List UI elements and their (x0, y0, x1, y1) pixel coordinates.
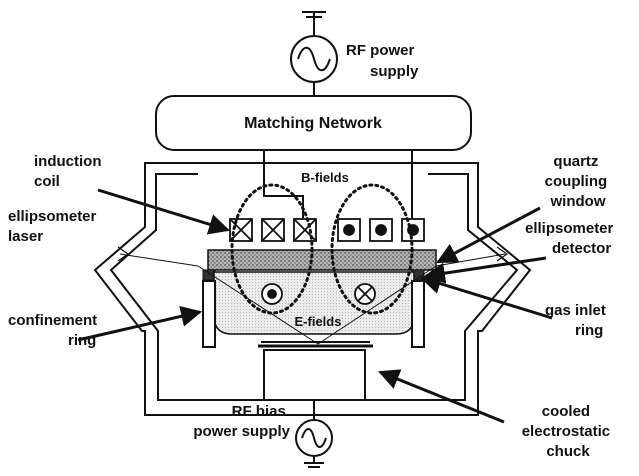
rf-power-source-icon (290, 35, 338, 96)
rf-power-supply-label: RF power supply (346, 42, 419, 80)
electrostatic-chuck (263, 349, 366, 401)
gas-inlet-left (202, 269, 216, 281)
quartz-window (207, 249, 437, 271)
ellipsometer-detector-label: ellipsometer detector (525, 220, 618, 257)
coil-crosses (229, 218, 317, 242)
matching-network-label: Matching Network (244, 115, 382, 132)
matching-network-box (155, 95, 472, 151)
b-field-loops (230, 183, 414, 315)
quartz-window-label: quartz coupling window (545, 153, 612, 210)
rf-bias-source-icon (295, 419, 333, 457)
laser-beam (119, 253, 506, 345)
ellipsometer-laser-label: ellipsometer laser (8, 208, 101, 245)
pointer-arrows (77, 188, 553, 424)
cooled-chuck-label: cooled electrostatic chuck (522, 403, 615, 460)
wafer-surface (258, 341, 373, 348)
laser-arrow-icon (117, 246, 130, 262)
e-field-symbols (261, 283, 376, 305)
confinement-ring-label: confinement ring (8, 312, 101, 349)
ground-symbol-bottom-icon (304, 456, 324, 468)
coil-dots (337, 218, 425, 242)
rf-bias-label: RF bias power supply (193, 403, 290, 440)
gas-inlet-ring-label: gas inlet ring (545, 302, 610, 339)
confinement-ring-walls (202, 280, 425, 348)
b-fields-label: B-fields (301, 170, 349, 185)
e-fields-label: E-fields (295, 314, 342, 329)
detector-arrow-icon (496, 246, 509, 262)
induction-coil-label: induction coil (34, 153, 106, 190)
ground-symbol-top-icon (302, 11, 326, 36)
